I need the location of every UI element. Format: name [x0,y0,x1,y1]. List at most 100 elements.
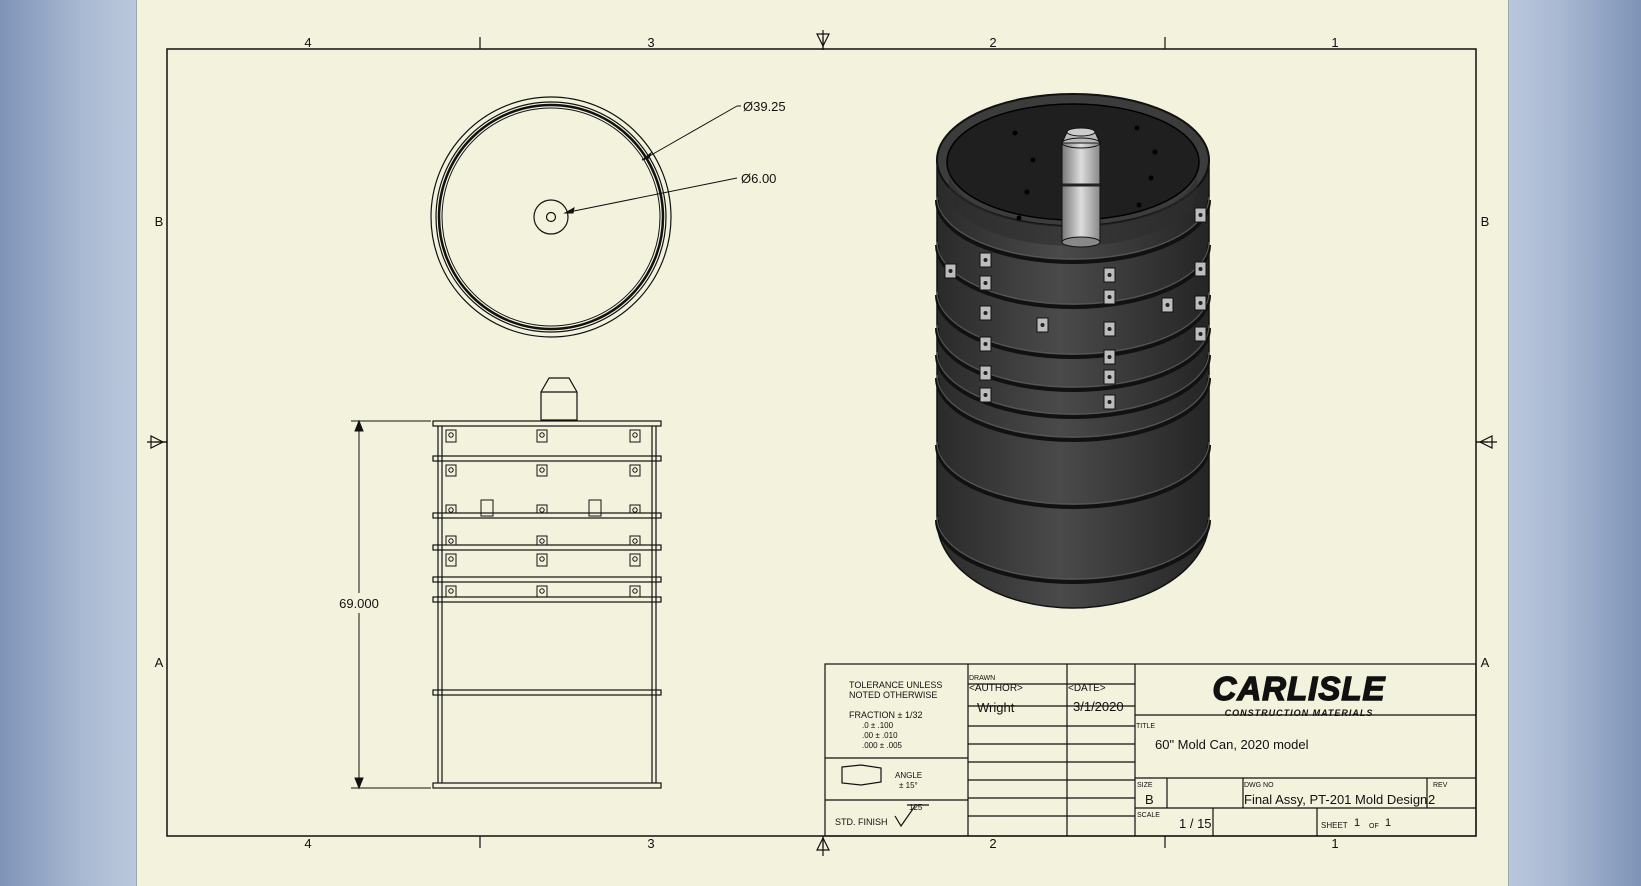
author-value: Wright [977,700,1015,715]
front-clip-hole [632,432,638,438]
iso-hole [1030,157,1036,163]
revision: 2 [1428,792,1436,807]
zone-row-right-b: B [1481,214,1490,229]
iso-clip-hole [948,269,953,273]
hub-diameter-dimension: Ø6.00 [741,171,776,186]
drawing-title: 60" Mold Can, 2020 model [1155,737,1309,752]
iso-flange [935,444,1211,509]
height-dimension-lines [351,419,431,790]
front-clip-hole [448,588,454,594]
front-clip-hole [539,432,545,438]
top-view [430,96,672,338]
carlisle-logo: CARLISLE CONSTRUCTION MATERIALS [1212,669,1385,718]
front-clip-hole [448,432,454,438]
iso-flange [935,294,1211,359]
date-value: 3/1/2020 [1073,699,1124,714]
front-clip [480,499,494,517]
sheet-number: 1 [1354,817,1361,829]
front-clip-hole [448,556,454,562]
zone-col-top-1: 1 [1331,35,1338,50]
zone-col-top-4: 4 [304,35,311,50]
title-block-grid [824,663,1477,837]
front-clip-hole [448,507,454,513]
zone-col-bottom-1: 1 [1331,836,1338,851]
iso-clip-hole [983,393,988,397]
front-clip [445,464,457,477]
fraction-tolerance: FRACTION ± 1/32 [849,710,923,720]
drawing-canvas: 4 3 2 1 4 3 2 1 B A B A Ø39.25 Ø6.00 [147,30,1497,856]
front-clip [536,429,548,443]
tolerance-heading-1: TOLERANCE UNLESS [849,680,943,690]
front-clip [445,504,457,514]
iso-hole [1024,189,1030,195]
rev-label: REV [1433,782,1448,789]
front-clip [588,499,602,517]
front-clip [445,553,457,567]
outer-diameter-dimension: Ø39.25 [743,99,786,114]
scale-label: SCALE [1137,812,1160,819]
zone-ticks [155,37,1488,848]
title-label: TITLE [1136,723,1156,730]
iso-hole [1012,130,1018,136]
iso-clip-hole [1198,213,1203,217]
angle-tolerance: ± 15° [899,781,918,790]
iso-clip-hole [1198,267,1203,271]
size-label: SIZE [1137,782,1153,789]
iso-clip-hole [983,342,988,346]
iso-flange [935,327,1211,392]
iso-clip-hole [1107,295,1112,299]
zone-col-top-3: 3 [647,35,654,50]
drawing-sheet: 4 3 2 1 4 3 2 1 B A B A Ø39.25 Ø6.00 [136,0,1509,886]
iso-hole [1134,125,1140,131]
zone-row-left-b: B [155,214,164,229]
zone-col-top-2: 2 [989,35,996,50]
front-clip [629,535,641,546]
iso-flange-edge [936,374,1210,438]
front-clip-hole [539,507,545,513]
iso-clip-hole [1198,332,1203,336]
front-view [432,377,662,789]
zone-row-right-a: A [1481,655,1490,670]
iso-hole [1148,175,1154,181]
front-clip [445,535,457,546]
iso-clip-hole [983,371,988,375]
front-clip-hole [539,467,545,473]
iso-clip-hole [1107,355,1112,359]
of-label: OF [1369,823,1379,830]
drawn-label: DRAWN [969,675,996,682]
iso-clip-hole [1165,303,1170,307]
dwg-no-label: DWG NO [1244,782,1274,789]
front-view-clips [445,429,641,598]
tolerance-heading-2: NOTED OTHERWISE [849,690,938,700]
front-clip [629,553,641,567]
iso-flange-edge [936,291,1210,355]
tolerance-two-place: .00 ± .010 [862,731,898,740]
iso-flange-edge [936,351,1210,415]
centering-arrows [147,30,1497,856]
front-clip [629,429,641,443]
front-clip [536,585,548,598]
front-clip-hole [632,467,638,473]
company-subtitle: CONSTRUCTION MATERIALS [1225,708,1374,718]
iso-clip-hole [1107,400,1112,404]
iso-flange [935,199,1211,264]
iso-flange [935,519,1211,584]
front-clip-hole [539,538,545,544]
iso-flange-edge [936,516,1210,580]
front-clip [445,429,457,443]
zone-row-left-a: A [155,655,164,670]
finish-value: 125 [909,803,923,812]
iso-flange [935,377,1211,442]
iso-clip-hole [1107,273,1112,277]
iso-clip-hole [1040,323,1045,327]
date-placeholder: <DATE> [1068,683,1106,694]
front-clip-hole [448,538,454,544]
front-clip [536,504,548,514]
iso-clip-hole [1107,375,1112,379]
zone-col-bottom-4: 4 [304,836,311,851]
front-clip-hole [632,538,638,544]
drawing-number: Final Assy, PT-201 Mold Design [1244,792,1428,807]
tolerance-three-place: .000 ± .005 [862,741,902,750]
iso-hole [1016,215,1022,221]
isometric-view [935,93,1211,609]
